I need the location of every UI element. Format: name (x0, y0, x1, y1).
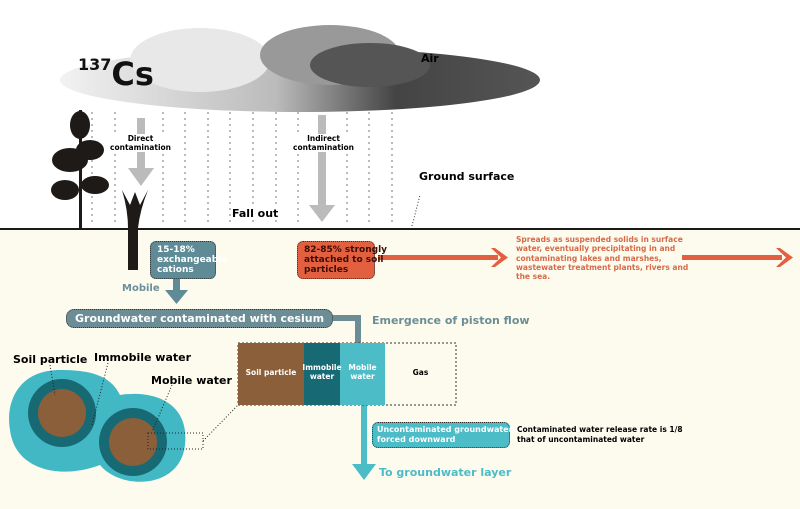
mobile-label: Mobile (122, 283, 160, 294)
leader-lines (49, 362, 239, 450)
orange-arrow-1 (378, 248, 508, 267)
direct-arrow (128, 118, 154, 186)
isotope-label: 137Cs (78, 55, 154, 93)
release-rate-text: Contaminated water release rate is 1/8 t… (517, 425, 683, 444)
orange-arrow-2 (682, 248, 793, 267)
fallout-dots (91, 112, 393, 225)
bar-immobile (304, 343, 340, 405)
ground-surface-label: Ground surface (419, 170, 515, 183)
bar-immobile-label: Immobile water (302, 363, 342, 381)
soil-particle-illustration (9, 370, 186, 482)
soil-particle-label: Soil particle (13, 353, 88, 366)
fall-out-label: Fall out (232, 207, 279, 220)
uncontaminated-box: Uncontaminated groundwater is forced dow… (372, 422, 523, 448)
spreads-text: Spreads as suspended solids in surface w… (516, 235, 689, 282)
exchangeable-box: 15-18% exchangeable cations (150, 241, 227, 279)
root-silhouette (122, 190, 148, 270)
indirect-label: Indirect contamination (293, 134, 355, 152)
bar-mobile (340, 343, 385, 405)
piston-label: Emergence of piston flow (372, 314, 530, 327)
air-label: Air (421, 52, 439, 65)
bar-mobile-label: Mobile water (348, 363, 377, 381)
isotope-symbol: Cs (111, 55, 154, 93)
immobile-water-label: Immobile water (94, 351, 192, 364)
to-groundwater-label: To groundwater layer (379, 466, 512, 479)
bar-gas-label: Gas (412, 368, 429, 377)
bar-soil-label: Soil particle (245, 368, 297, 377)
groundwater-box: Groundwater contaminated with cesium (66, 309, 334, 328)
downward-arrow (352, 405, 376, 480)
plant-silhouette (51, 110, 109, 228)
isotope-mass: 137 (78, 55, 112, 74)
mobile-water-label: Mobile water (151, 374, 232, 387)
cloud (60, 25, 540, 112)
direct-label: Direct contamination (110, 134, 172, 152)
mobile-arrow (165, 276, 188, 304)
bar-soil (238, 343, 304, 405)
attached-box: 82-85% strongly attached to soil particl… (297, 241, 387, 279)
indirect-arrow (309, 115, 335, 222)
ground-surface-leader (411, 194, 421, 227)
